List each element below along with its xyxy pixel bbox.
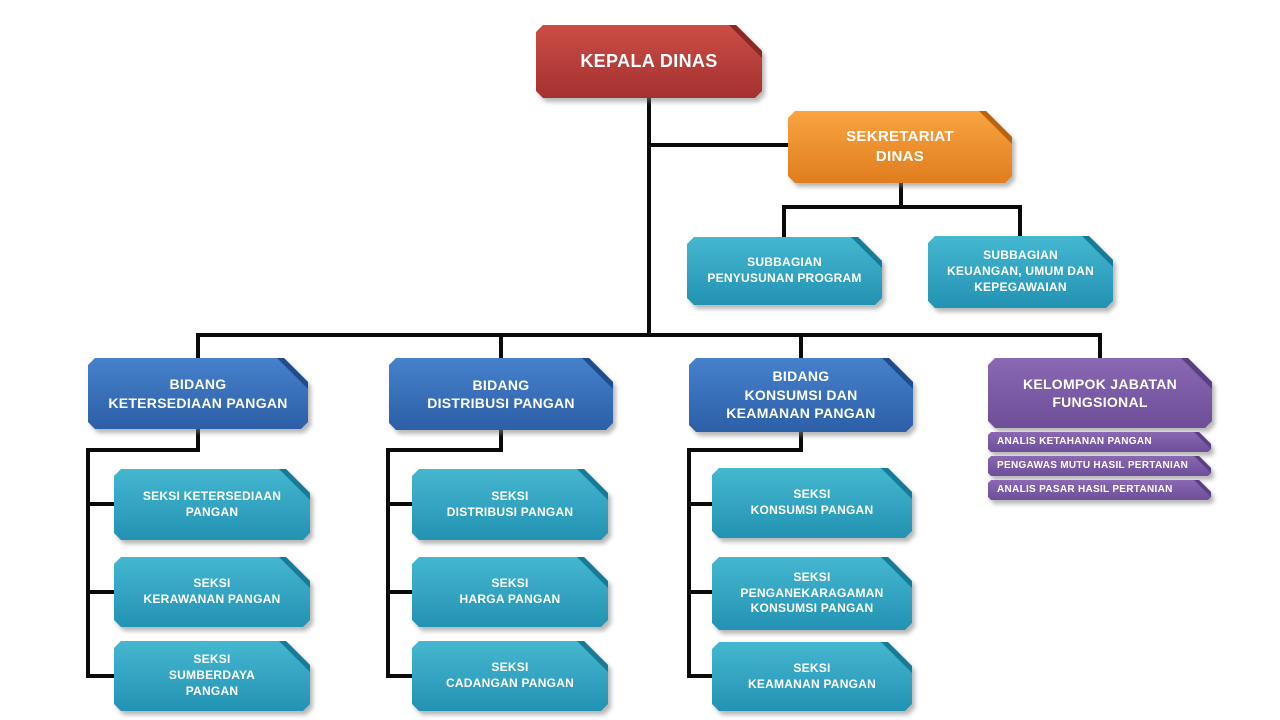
node-shape	[928, 236, 1113, 308]
node-shape	[988, 480, 1211, 500]
node-shape	[88, 358, 308, 429]
node-shape	[988, 358, 1212, 428]
node-seksi-sumberdaya-pangan-label: SEKSI SUMBERDAYA PANGAN	[168, 652, 256, 698]
node-seksi-cadangan-pangan: SEKSI CADANGAN PANGAN	[412, 641, 608, 711]
node-kepala-dinas-label: KEPALA DINAS	[580, 50, 718, 71]
node-shape	[412, 557, 608, 627]
node-subbagian-penyusunan-program-label: SUBBAGIAN PENYUSUNAN PROGRAM	[707, 255, 862, 285]
node-shape	[412, 641, 608, 711]
node-kelompok-jabatan-fungsional-label: KELOMPOK JABATAN FUNGSIONAL	[1022, 375, 1178, 410]
node-bidang-distribusi-pangan: BIDANG DISTRIBUSI PANGAN	[389, 358, 613, 430]
node-seksi-kerawanan-pangan: SEKSI KERAWANAN PANGAN	[114, 557, 310, 627]
node-seksi-cadangan-pangan-label: SEKSI CADANGAN PANGAN	[445, 660, 575, 690]
connector-b3-seksi-3	[687, 674, 714, 678]
node-seksi-distribusi-pangan-label: SEKSI DISTRIBUSI PANGAN	[446, 488, 574, 519]
node-shape	[114, 557, 310, 627]
node-seksi-penganekaragaman-konsumsi-pangan-label: SEKSI PENGANEKARAGAMAN KONSUMSI PANGAN	[740, 569, 884, 616]
connector-branch-horizontal	[196, 333, 1102, 337]
node-bidang-konsumsi-keamanan-pangan-label: BIDANG KONSUMSI DAN KEAMANAN PANGAN	[726, 368, 876, 422]
connector-b2-seksi-1	[386, 502, 414, 506]
node-seksi-harga-pangan-label: SEKSI HARGA PANGAN	[459, 576, 561, 606]
connector-sekretariat-down	[899, 183, 903, 209]
connector-b1-seksi-1	[86, 502, 116, 506]
connector-fungsional-down	[1098, 333, 1102, 360]
node-shape	[389, 358, 613, 430]
node-seksi-distribusi-pangan: SEKSI DISTRIBUSI PANGAN	[412, 469, 608, 540]
connector-b2-rail	[386, 448, 390, 678]
bar-analis-ketahanan-pangan-label: ANALIS KETAHANAN PANGAN	[997, 436, 1152, 448]
node-seksi-ketersediaan-pangan: SEKSI KETERSEDIAAN PANGAN	[114, 469, 310, 540]
connector-b3-stem	[799, 432, 803, 452]
node-seksi-keamanan-pangan-label: SEKSI KEAMANAN PANGAN	[747, 660, 877, 691]
connector-b1-elbow	[86, 448, 200, 452]
bar-pengawas-mutu-hasil-pertanian: PENGAWAS MUTU HASIL PERTANIAN	[988, 456, 1211, 476]
node-sekretariat-dinas-label: SEKRETARIAT DINAS	[846, 128, 954, 165]
connector-b3-seksi-1	[687, 502, 714, 506]
node-subbagian-keuangan-umum-kepegawaian-label: SUBBAGIAN KEUANGAN, UMUM DAN KEPEGAWAIAN	[947, 248, 1094, 294]
node-subbagian-penyusunan-program: SUBBAGIAN PENYUSUNAN PROGRAM	[687, 237, 882, 305]
connector-bidang-3-down	[799, 333, 803, 360]
connector-subbagian-2-down	[1018, 205, 1022, 237]
node-shape	[988, 432, 1211, 452]
node-kelompok-jabatan-fungsional: KELOMPOK JABATAN FUNGSIONAL	[988, 358, 1212, 428]
bar-analis-pasar-hasil-pertanian: ANALIS PASAR HASIL PERTANIAN	[988, 480, 1211, 500]
node-shape	[712, 642, 912, 711]
node-kepala-dinas: KEPALA DINAS	[536, 25, 762, 98]
node-seksi-keamanan-pangan: SEKSI KEAMANAN PANGAN	[712, 642, 912, 711]
node-seksi-penganekaragaman-konsumsi-pangan: SEKSI PENGANEKARAGAMAN KONSUMSI PANGAN	[712, 557, 912, 630]
node-shape	[412, 469, 608, 540]
connector-bidang-2-down	[499, 333, 503, 360]
node-seksi-harga-pangan: SEKSI HARGA PANGAN	[412, 557, 608, 627]
connector-b2-seksi-2	[386, 590, 414, 594]
node-bidang-ketersediaan-pangan-label: BIDANG KETERSEDIAAN PANGAN	[108, 376, 288, 411]
connector-b3-elbow	[687, 448, 803, 452]
node-bidang-distribusi-pangan-label: BIDANG DISTRIBUSI PANGAN	[427, 376, 575, 411]
connector-b2-elbow	[386, 448, 503, 452]
connector-b1-seksi-2	[86, 590, 116, 594]
node-shape	[114, 469, 310, 540]
node-shape	[788, 111, 1012, 183]
node-bidang-ketersediaan-pangan: BIDANG KETERSEDIAAN PANGAN	[88, 358, 308, 429]
node-subbagian-keuangan-umum-kepegawaian: SUBBAGIAN KEUANGAN, UMUM DAN KEPEGAWAIAN	[928, 236, 1113, 308]
connector-b2-seksi-3	[386, 674, 414, 678]
node-seksi-kerawanan-pangan-label: SEKSI KERAWANAN PANGAN	[143, 576, 281, 606]
connector-b2-stem	[499, 430, 503, 452]
node-shape	[712, 468, 912, 538]
connector-b3-seksi-2	[687, 590, 714, 594]
node-seksi-konsumsi-pangan-label: SEKSI KONSUMSI PANGAN	[750, 487, 874, 517]
node-shape	[114, 641, 310, 711]
bar-analis-pasar-hasil-pertanian-label: ANALIS PASAR HASIL PERTANIAN	[997, 484, 1173, 496]
connector-b1-seksi-3	[86, 674, 116, 678]
connector-b1-stem	[196, 429, 200, 452]
node-shape	[712, 557, 912, 630]
node-seksi-sumberdaya-pangan: SEKSI SUMBERDAYA PANGAN	[114, 641, 310, 711]
node-shape	[689, 358, 913, 432]
node-sekretariat-dinas: SEKRETARIAT DINAS	[788, 111, 1012, 183]
connector-subbagian-horizontal	[782, 205, 1022, 209]
connector-b1-rail	[86, 448, 90, 678]
connector-subbagian-1-down	[782, 205, 786, 237]
node-seksi-konsumsi-pangan: SEKSI KONSUMSI PANGAN	[712, 468, 912, 538]
connector-sekretariat-horizontal	[647, 143, 788, 147]
bar-pengawas-mutu-hasil-pertanian-label: PENGAWAS MUTU HASIL PERTANIAN	[997, 460, 1189, 472]
node-shape	[687, 237, 882, 305]
node-shape	[536, 25, 762, 98]
node-bidang-konsumsi-keamanan-pangan: BIDANG KONSUMSI DAN KEAMANAN PANGAN	[689, 358, 913, 432]
node-seksi-ketersediaan-pangan-label: SEKSI KETERSEDIAAN PANGAN	[142, 488, 282, 519]
connector-bidang-1-down	[196, 333, 200, 360]
node-shape	[988, 456, 1211, 476]
bar-analis-ketahanan-pangan: ANALIS KETAHANAN PANGAN	[988, 432, 1211, 452]
connector-b3-rail	[687, 448, 691, 678]
connector-root-vertical	[647, 97, 651, 337]
